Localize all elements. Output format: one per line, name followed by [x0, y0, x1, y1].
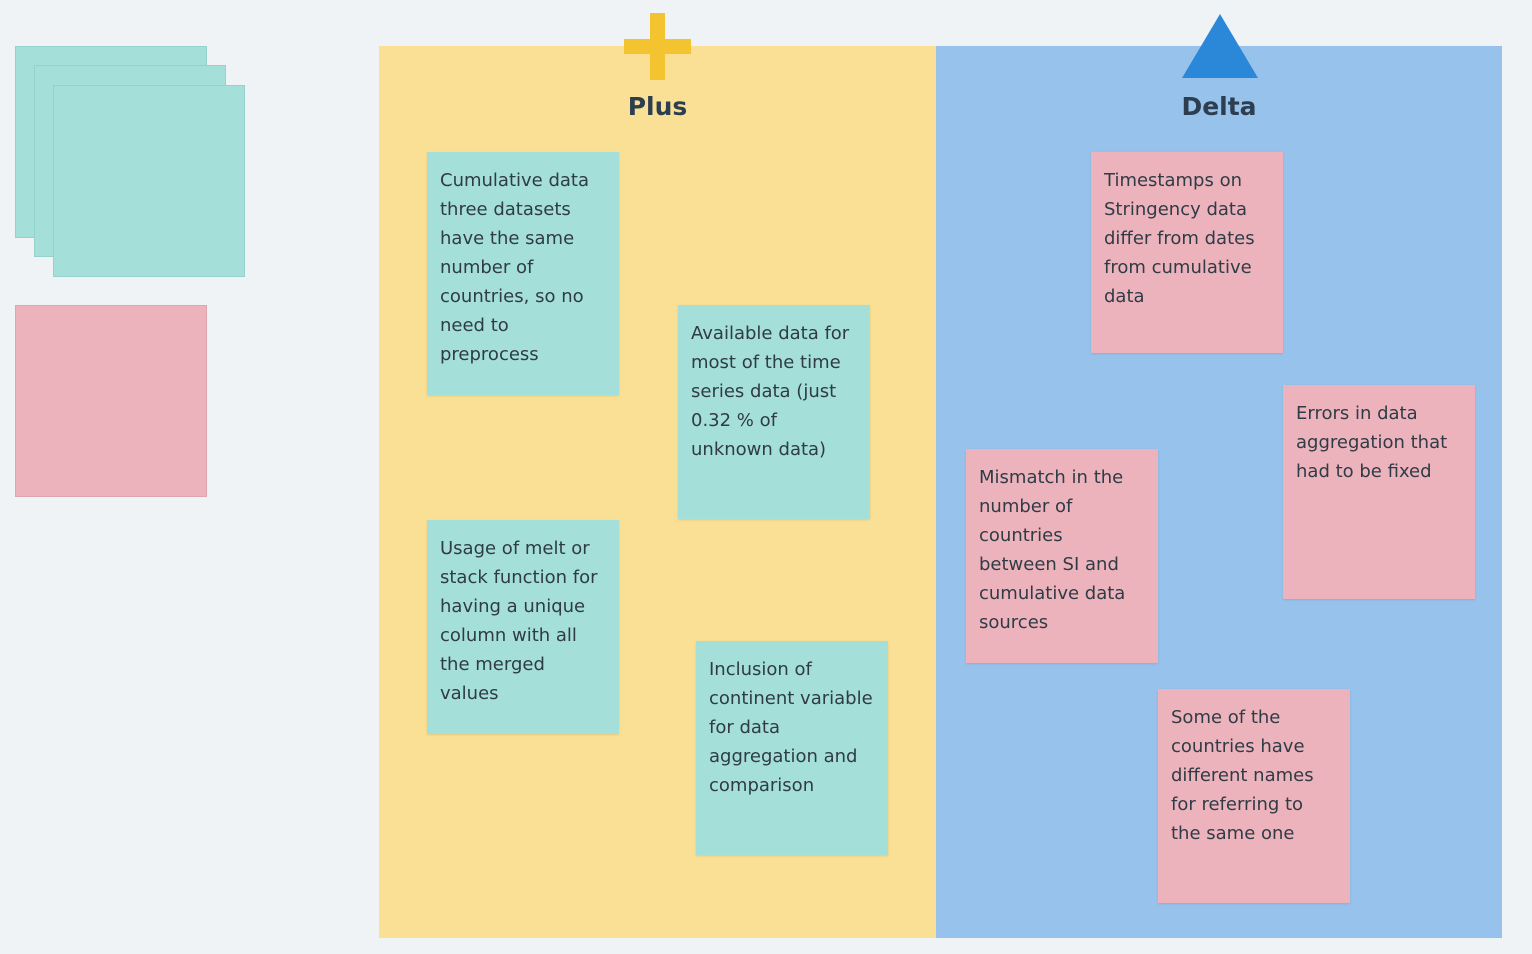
- plus-note-1[interactable]: Cumulative data three datasets have the …: [427, 152, 619, 395]
- plus-note-3[interactable]: Usage of melt or stack function for havi…: [427, 520, 619, 734]
- delta-note-3[interactable]: Mismatch in the number of countries betw…: [966, 449, 1158, 663]
- triangle-icon: [1182, 14, 1258, 78]
- delta-column-title: Delta: [1181, 92, 1257, 121]
- palette-teal-note-front[interactable]: [53, 85, 245, 277]
- palette-pink-note[interactable]: [15, 305, 207, 497]
- plus-column-title: Plus: [627, 92, 688, 121]
- plus-note-4[interactable]: Inclusion of continent variable for data…: [696, 641, 888, 855]
- plus-note-2[interactable]: Available data for most of the time seri…: [678, 305, 870, 519]
- delta-note-4[interactable]: Some of the countries have different nam…: [1158, 689, 1350, 903]
- plus-icon: [624, 13, 691, 80]
- delta-note-2[interactable]: Errors in data aggregation that had to b…: [1283, 385, 1475, 599]
- delta-note-1[interactable]: Timestamps on Stringency data differ fro…: [1091, 152, 1283, 353]
